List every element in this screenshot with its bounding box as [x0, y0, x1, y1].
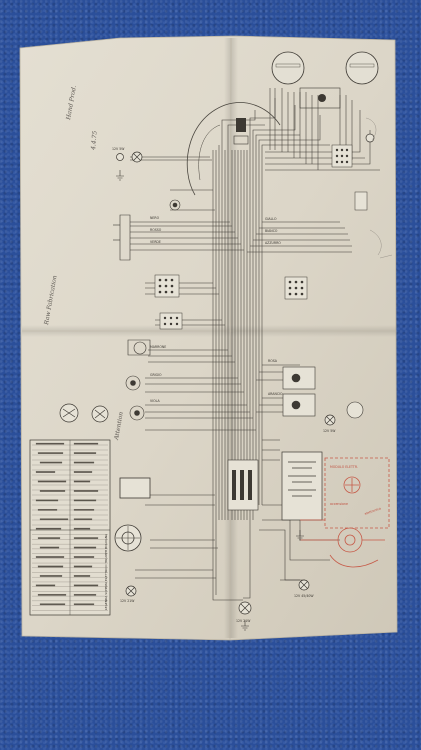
- legend-row-text: [73, 575, 91, 577]
- red-dashed-box: [324, 457, 390, 529]
- gauge-right: [345, 51, 379, 85]
- legend-row-text: [35, 499, 59, 502]
- bulb-label-2: 12V 5W: [323, 429, 336, 433]
- legend-row-text: [73, 499, 97, 502]
- legend-row-text: [73, 480, 91, 483]
- svg-text:NERO: NERO: [150, 216, 160, 220]
- legend-row-text: [37, 480, 67, 483]
- legend-row-text: [39, 546, 60, 549]
- legend-row-text: [73, 603, 95, 606]
- legend-row-text: [73, 452, 97, 454]
- legend-row-text: [35, 527, 62, 530]
- lamp-right-upper: [365, 133, 375, 143]
- legend-row-text: [37, 537, 61, 539]
- legend-row-text: [39, 490, 66, 492]
- legend-row-text: [73, 556, 95, 558]
- ground-symbols: [116, 170, 304, 631]
- legend-row-text: [73, 593, 97, 596]
- horn-symbols: [59, 403, 109, 423]
- legend-row-text: [73, 565, 93, 568]
- ignition-switch: [233, 87, 341, 145]
- lamp-right-mid: [324, 414, 336, 426]
- lamp-top-left: [131, 151, 143, 163]
- gauges: [271, 51, 379, 85]
- svg-text:accensione: accensione: [330, 502, 348, 506]
- bulb-label-5: 12V 45/40W: [294, 594, 314, 598]
- svg-text:ARANCIO: ARANCIO: [268, 392, 283, 396]
- battery: [281, 451, 323, 521]
- red-ink-text: MODULO ELETTR. accensione elettronica: [330, 465, 381, 516]
- lamp-bottom-left: [125, 585, 137, 597]
- connector-dots: [158, 148, 349, 326]
- svg-text:GIALLO: GIALLO: [265, 217, 277, 221]
- svg-text:AZZURRO: AZZURRO: [265, 241, 281, 245]
- legend-row-text: [37, 565, 64, 568]
- legend-row-text: [73, 508, 95, 511]
- legend-row-text: [37, 593, 67, 596]
- legend-row-text: [73, 537, 99, 539]
- legend-row-text: [37, 508, 58, 511]
- headlamp-shell: [186, 102, 281, 196]
- svg-text:GRIGIO: GRIGIO: [150, 373, 162, 377]
- svg-text:MARRONE: MARRONE: [150, 345, 166, 349]
- wire-labels: NERO ROSSO VERDE GIALLO BIANCO AZZURRO M…: [150, 216, 283, 403]
- gauge-left: [271, 51, 305, 85]
- legend-row-text: [73, 518, 93, 521]
- svg-text:MODULO ELETTR.: MODULO ELETTR.: [330, 465, 358, 469]
- svg-text:elettronica: elettronica: [364, 506, 381, 516]
- legend-row-text: [73, 546, 97, 549]
- svg-text:BIANCO: BIANCO: [265, 229, 278, 233]
- svg-text:ROSA: ROSA: [268, 359, 278, 363]
- wire-harness: [130, 88, 380, 601]
- legend-row-text: [73, 490, 99, 492]
- legend-row-text: [73, 527, 91, 530]
- legend-table: LEGENDA SCHEMA ELETTRICO TRIUMPH BOLOGNA: [29, 439, 111, 616]
- fuse-block: [227, 459, 259, 511]
- legend-row-text: [35, 442, 65, 445]
- legend-row-text: [39, 603, 66, 606]
- relays: [282, 366, 364, 419]
- legend-row-text: [35, 584, 56, 587]
- pencil-marks: [365, 117, 393, 259]
- bulb-labels: 12V 5W 12V 5W 12V 21W 12V 21W 12V 45/40W: [112, 147, 336, 623]
- legend-row-text: [73, 584, 99, 587]
- legend-title: LEGENDA SCHEMA ELETTRICO TRIUMPH BOLOGNA: [104, 533, 108, 610]
- note-2: 4.4.75: [90, 130, 99, 151]
- connector-rt-small: [354, 191, 368, 211]
- bulb-label-3: 12V 21W: [120, 599, 135, 603]
- connector-left-2: [159, 312, 183, 330]
- lamp-top-left-2: [116, 153, 124, 161]
- legend-row-text: [39, 575, 63, 577]
- left-switches: [113, 199, 181, 421]
- legend-row-text: [39, 518, 69, 521]
- legend-row-text: [37, 452, 64, 454]
- svg-text:ROSSO: ROSSO: [150, 228, 162, 232]
- legend-row-text: [39, 461, 63, 464]
- lamp-symbols: [116, 133, 375, 615]
- bulb-label-1: 12V 5W: [112, 147, 125, 151]
- legend-row-text: [73, 442, 99, 445]
- bulb-label-4: 12V 21W: [236, 619, 251, 623]
- lamp-bottom-right: [298, 579, 310, 591]
- legend-row-text: [35, 556, 65, 558]
- legend-row-text: [35, 471, 56, 473]
- legend-row-text: [73, 471, 93, 473]
- red-ink-annotations: [300, 457, 390, 568]
- alternator: [114, 477, 151, 552]
- svg-text:VIOLA: VIOLA: [150, 399, 160, 403]
- svg-text:VERDE: VERDE: [150, 240, 161, 244]
- legend-row-text: [73, 461, 95, 464]
- lamp-bottom-center: [238, 601, 252, 615]
